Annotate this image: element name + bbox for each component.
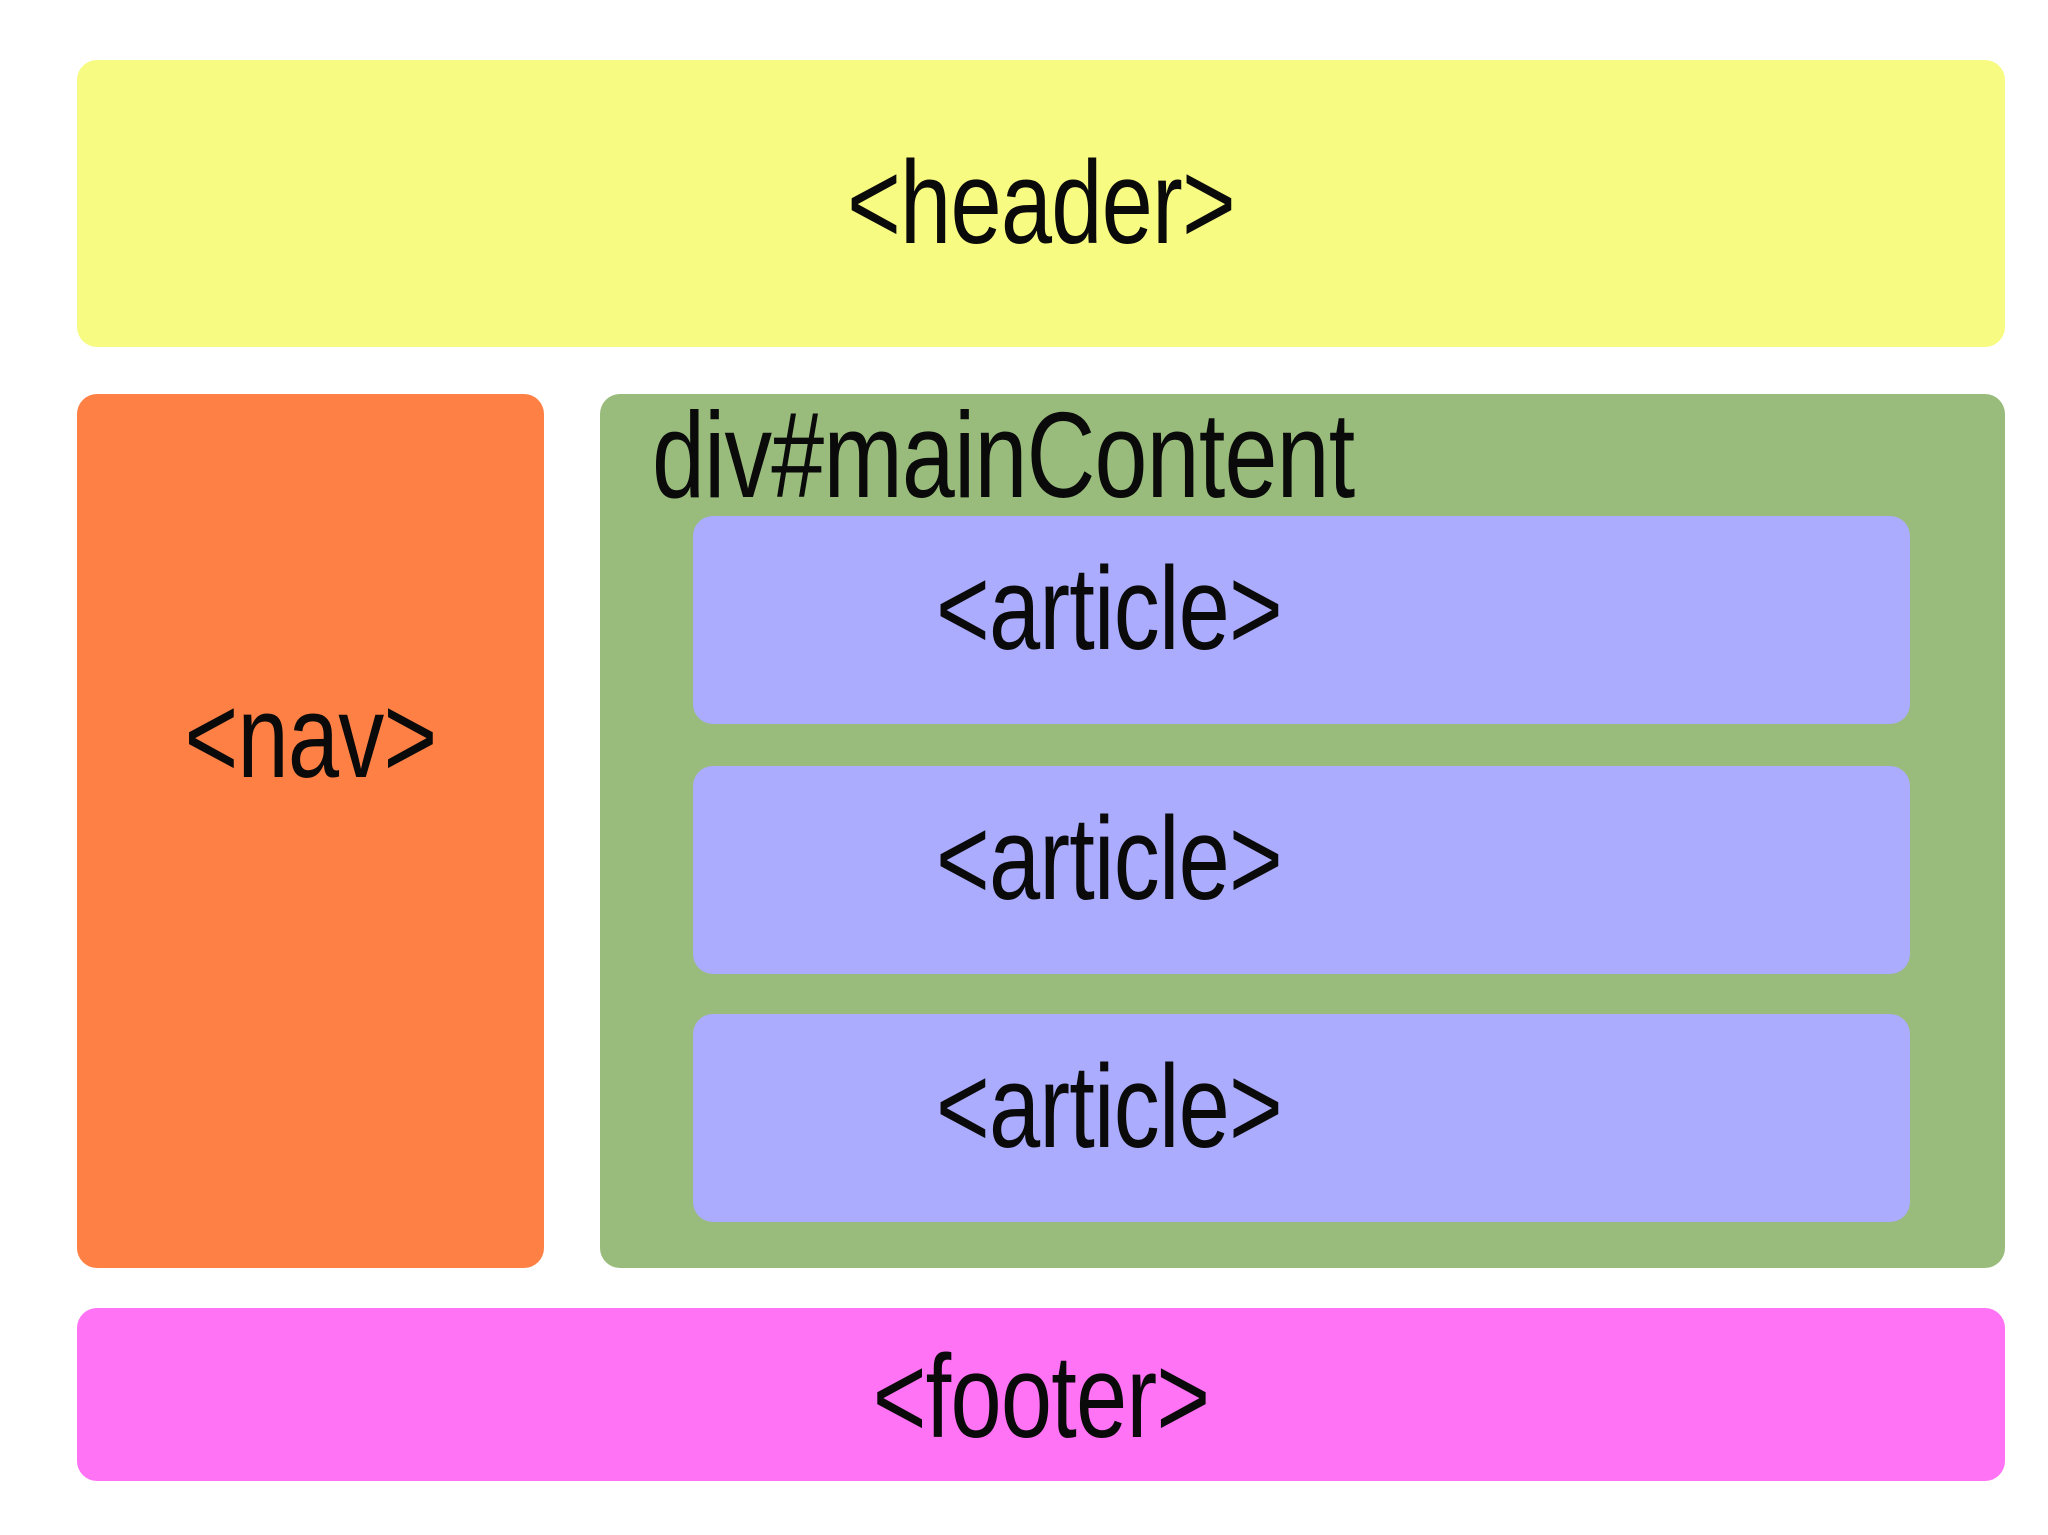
article-label-1: <article> — [935, 543, 1283, 675]
nav-box: <nav> — [77, 394, 544, 1268]
article-box-2: <article> — [693, 766, 1910, 974]
article-label-3: <article> — [935, 1041, 1283, 1173]
main-content-label: div#mainContent — [652, 387, 1355, 523]
footer-box: <footer> — [77, 1308, 2005, 1481]
footer-label: <footer> — [872, 1331, 1210, 1463]
article-box-3: <article> — [693, 1014, 1910, 1222]
nav-label: <nav> — [184, 671, 437, 803]
header-label: <header> — [847, 137, 1236, 269]
article-label-2: <article> — [935, 793, 1283, 925]
header-box: <header> — [77, 60, 2005, 347]
article-box-1: <article> — [693, 516, 1910, 724]
main-content-box: div#mainContent <article> <article> <art… — [600, 394, 2005, 1268]
